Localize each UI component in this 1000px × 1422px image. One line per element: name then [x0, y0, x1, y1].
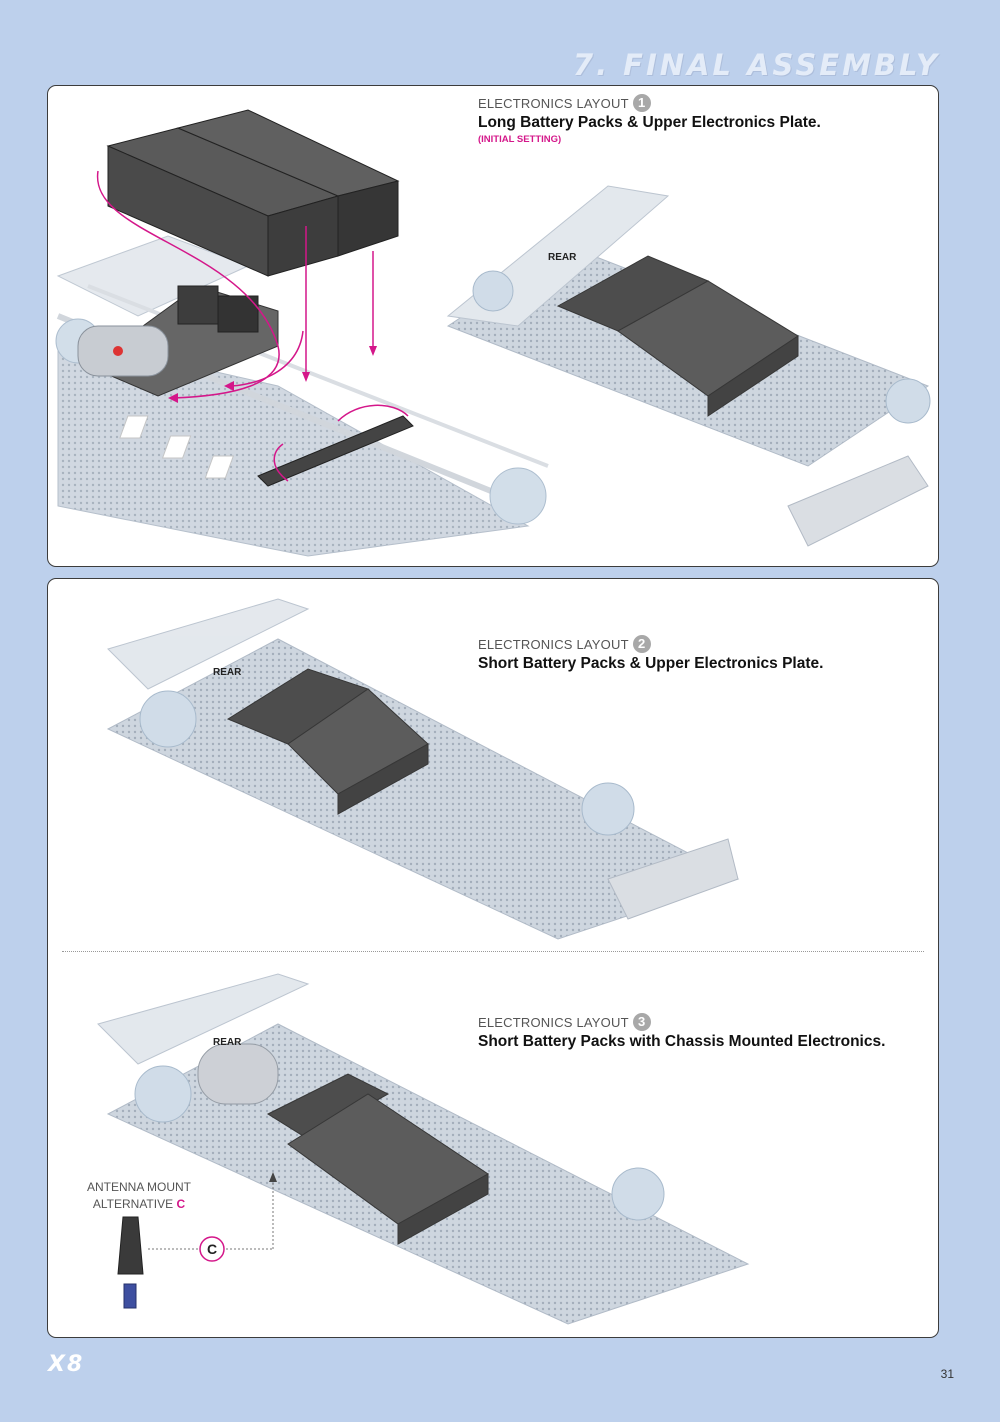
antenna-letter: C [176, 1197, 186, 1211]
layout-2-title: Short Battery Packs & Upper Electronics … [478, 655, 824, 672]
assembly-arrows [97, 170, 409, 482]
upper-electronics-plate [77, 285, 279, 397]
layout-1-title: Long Battery Packs & Upper Electronics P… [478, 114, 821, 131]
page-number: 31 [940, 1367, 954, 1381]
long-battery-packs [106, 109, 400, 277]
rear-tag-3: REAR [213, 1037, 242, 1048]
rear-tag-2: REAR [213, 667, 242, 678]
layout-2-label: ELECTRONICS LAYOUT [478, 636, 629, 652]
layout-2-number: 2 [632, 635, 651, 653]
section-title: 7. FINAL ASSEMBLY [572, 48, 940, 82]
antenna-mount-part [117, 1216, 144, 1309]
layout-1-illustration: REAR [55, 109, 931, 557]
antenna-line1: ANTENNA MOUNT [86, 1180, 191, 1194]
antenna-mount-label: ANTENNA MOUNT ALTERNATIVE C [84, 1179, 194, 1213]
layout-3-label: ELECTRONICS LAYOUT [478, 1014, 629, 1030]
layout-1-number: 1 [632, 94, 651, 112]
rear-tag-1: REAR [548, 252, 577, 263]
layout-2-illustration: REAR [106, 598, 740, 940]
callout-c-circle [199, 1236, 225, 1262]
layout-1-label: ELECTRONICS LAYOUT [478, 95, 629, 111]
battery-strap-plate [257, 415, 414, 487]
layout-3-illustration: C REAR [97, 973, 750, 1325]
section-divider [62, 951, 924, 952]
antenna-mount-callout [148, 1179, 274, 1250]
layout-3-number: 3 [632, 1013, 651, 1031]
layout-3-title: Short Battery Packs with Chassis Mounted… [478, 1033, 886, 1050]
layout-1-note: (INITIAL SETTING) [478, 134, 562, 145]
antenna-line2: ALTERNATIVE [92, 1197, 174, 1211]
callout-c-letter: C [207, 1241, 217, 1257]
x8-logo: X8 [48, 1352, 85, 1377]
assembled-chassis-layout-1 [446, 185, 931, 547]
